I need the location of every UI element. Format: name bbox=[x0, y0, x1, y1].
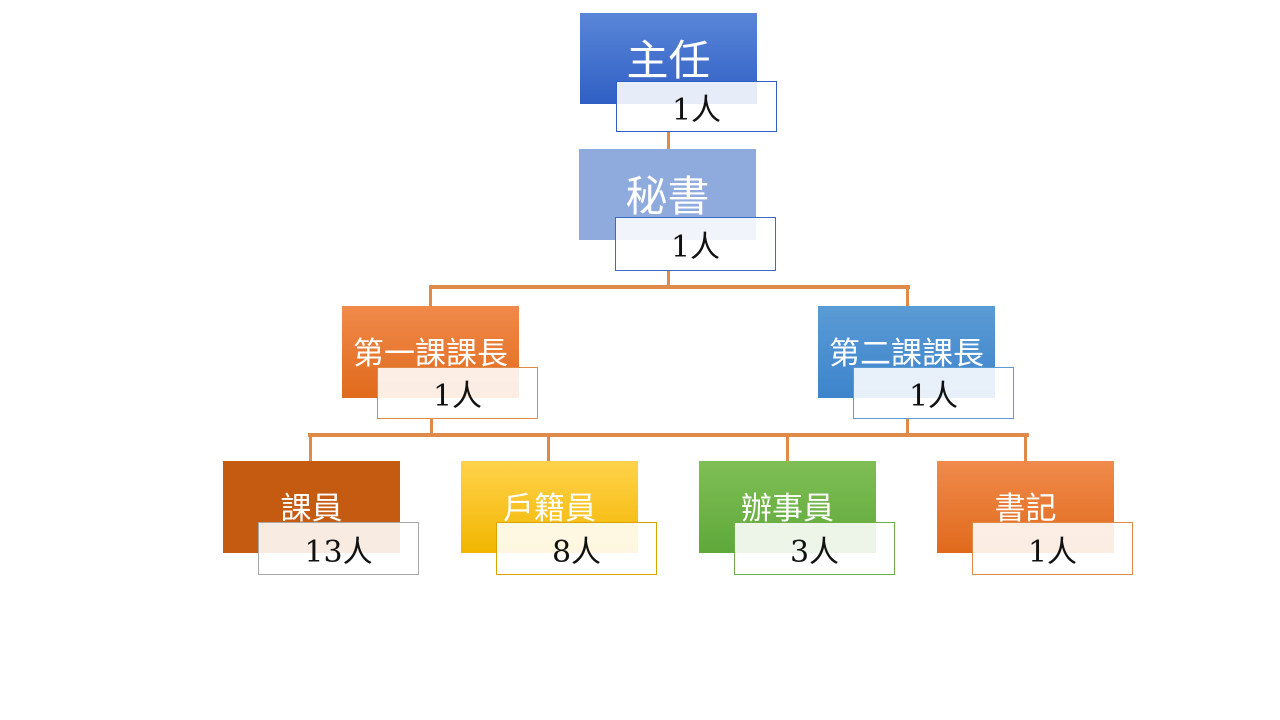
secretary-count: 1人 bbox=[670, 230, 721, 265]
connector-section2-down bbox=[906, 419, 909, 436]
staff-officer-count-box: 3人 bbox=[734, 522, 895, 575]
staff-clerk-count: 13人 bbox=[304, 534, 373, 570]
section2-chief-title: 第二課課長 bbox=[829, 336, 984, 372]
connector-section1-down bbox=[430, 418, 433, 436]
staff-registrar-title: 戶籍員 bbox=[503, 491, 596, 527]
section2-chief-count-box: 1人 bbox=[853, 367, 1014, 419]
section2-chief-count: 1人 bbox=[908, 379, 959, 414]
director-title: 主任 bbox=[626, 36, 711, 85]
staff-secretary-count: 1人 bbox=[1027, 534, 1078, 570]
secretary-count-box: 1人 bbox=[615, 217, 776, 271]
connector-director-secretary bbox=[667, 131, 670, 151]
staff-registrar-count: 8人 bbox=[551, 534, 602, 570]
connector-to-staff-3 bbox=[786, 433, 789, 462]
connector-secretary-down bbox=[667, 270, 670, 288]
staff-secretary-title: 書記 bbox=[994, 491, 1057, 527]
connector-to-staff-4 bbox=[1024, 433, 1027, 462]
director-count: 1人 bbox=[671, 92, 722, 128]
director-count-box: 1人 bbox=[616, 81, 777, 132]
connector-to-staff-2 bbox=[547, 433, 550, 462]
staff-clerk-count-box: 13人 bbox=[258, 522, 419, 575]
connector-to-section1 bbox=[429, 285, 432, 307]
secretary-title: 秘書 bbox=[625, 172, 710, 221]
staff-secretary-count-box: 1人 bbox=[972, 522, 1133, 575]
staff-officer-title: 辦事員 bbox=[741, 491, 834, 527]
section1-chief-title: 第一課課長 bbox=[353, 336, 508, 372]
section1-chief-count-box: 1人 bbox=[377, 367, 538, 419]
connector-chiefs-horizontal bbox=[429, 285, 910, 289]
staff-officer-count: 3人 bbox=[789, 534, 840, 570]
section1-chief-count: 1人 bbox=[432, 379, 483, 414]
connector-staff-horizontal bbox=[308, 433, 1029, 437]
staff-registrar-count-box: 8人 bbox=[496, 522, 657, 575]
connector-to-staff-1 bbox=[309, 433, 312, 462]
staff-clerk-title: 課員 bbox=[280, 491, 343, 527]
connector-to-section2 bbox=[906, 285, 909, 307]
